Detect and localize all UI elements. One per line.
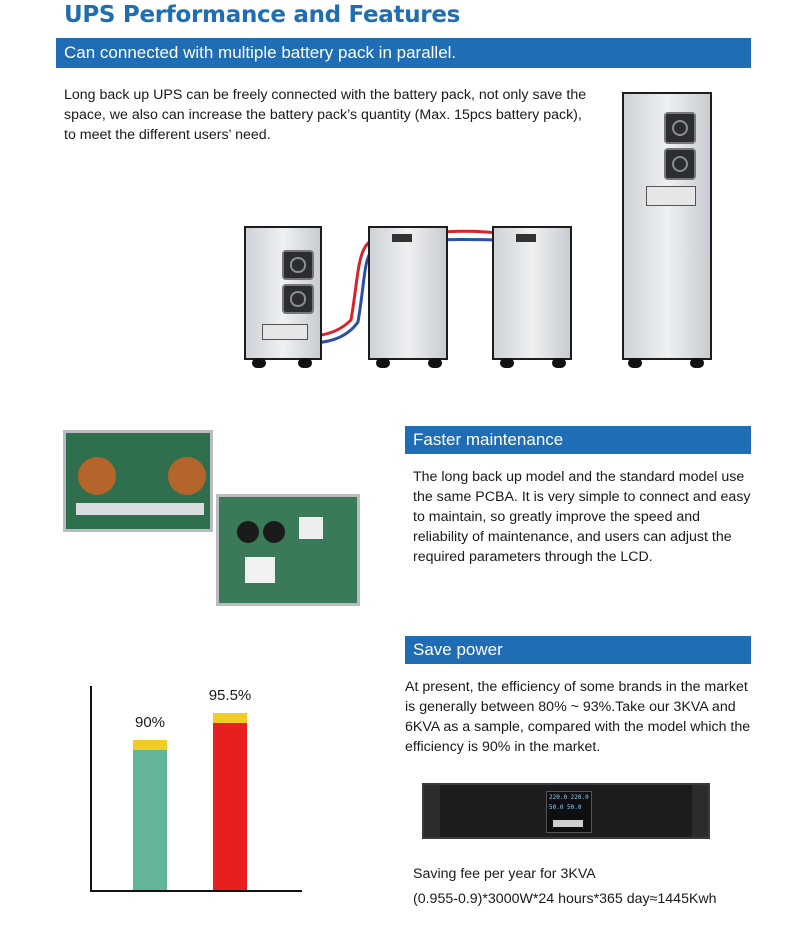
section-bar-maintenance: Faster maintenance: [405, 426, 751, 454]
y-axis: [90, 686, 92, 892]
section-bar-parallel: Can connected with multiple battery pack…: [56, 38, 751, 68]
wheel-icon: [552, 358, 566, 368]
efficiency-chart: 90% 95.5%: [80, 680, 310, 900]
bar-label-ours: 95.5%: [208, 686, 252, 704]
lcd-reading: 220.0 220.0: [549, 794, 589, 801]
fan-icon: [664, 112, 696, 144]
wheel-icon: [298, 358, 312, 368]
saving-title: Saving fee per year for 3KVA: [413, 866, 596, 882]
bar-ours: [213, 712, 247, 890]
pcb-board-image: [63, 430, 213, 532]
capacitor: [237, 521, 259, 543]
bar-cap-market: [133, 740, 167, 750]
terminal-block: [646, 186, 696, 206]
chart-bars: 90% 95.5%: [80, 680, 310, 892]
battery-pack-1: [368, 226, 448, 360]
relay: [245, 557, 275, 583]
lcd-reading: 50.0 50.0: [549, 804, 582, 811]
wheel-icon: [628, 358, 642, 368]
wheel-icon: [252, 358, 266, 368]
ups-battery-illustration: [236, 90, 716, 370]
save-power-description: At present, the efficiency of some brand…: [405, 679, 751, 755]
fan-icon: [664, 148, 696, 180]
ups-tower-unit: [622, 92, 712, 360]
lcd-buttons: [553, 820, 583, 827]
wheel-icon: [376, 358, 390, 368]
section-heading-save-power: Save power: [413, 640, 503, 659]
breaker-icon: [516, 234, 536, 242]
fan-icon: [282, 284, 314, 314]
inductor-coil: [78, 457, 116, 495]
fan-icon: [282, 250, 314, 280]
section-heading-maintenance: Faster maintenance: [413, 430, 564, 449]
inductor-coil: [168, 457, 206, 495]
rack-ups-image: 220.0 220.0 50.0 50.0: [422, 783, 710, 839]
rack-ear-right: [692, 785, 708, 837]
saving-formula: (0.955-0.9)*3000W*24 hours*365 day≈1445K…: [413, 891, 717, 907]
ups-main-unit: [244, 226, 322, 360]
page-title: UPS Performance and Features: [64, 2, 461, 28]
bar-cap-ours: [213, 712, 247, 723]
bar-market: [133, 740, 167, 890]
x-axis: [90, 890, 302, 892]
maintenance-description: The long back up model and the standard …: [413, 469, 751, 565]
wheel-icon: [428, 358, 442, 368]
rack-ear-left: [424, 785, 440, 837]
pcb-board-image: [216, 494, 360, 606]
section-heading-parallel: Can connected with multiple battery pack…: [64, 43, 457, 62]
terminal-block: [262, 324, 308, 340]
battery-pack-2: [492, 226, 572, 360]
wheel-icon: [690, 358, 704, 368]
breaker-icon: [392, 234, 412, 242]
capacitor: [263, 521, 285, 543]
heatsink: [76, 503, 204, 515]
section-bar-save-power: Save power: [405, 636, 751, 664]
lcd-panel: 220.0 220.0 50.0 50.0: [546, 791, 592, 833]
parallel-description: Long back up UPS can be freely connected…: [64, 87, 587, 143]
wheel-icon: [500, 358, 514, 368]
bar-label-market: 90%: [134, 714, 166, 731]
relay: [299, 517, 323, 539]
